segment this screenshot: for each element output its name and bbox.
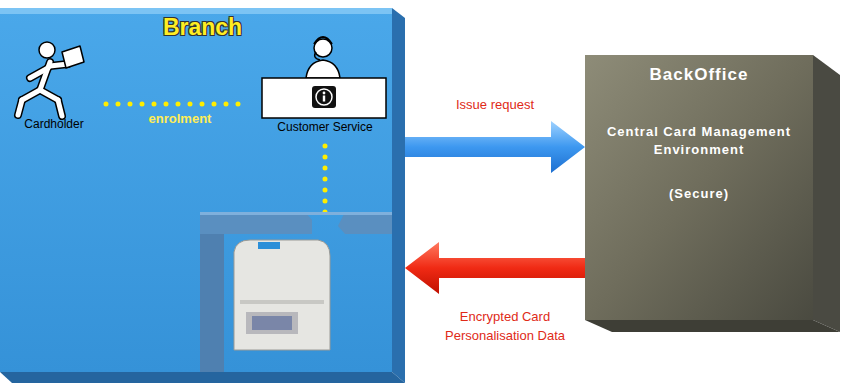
branch-top-edge — [0, 8, 392, 14]
backoffice-title: BackOffice — [585, 65, 813, 85]
dotted-link — [323, 146, 328, 214]
personalisation-data-arrow — [405, 242, 585, 294]
cardholder-figure — [18, 42, 84, 116]
edge-label: Issue request — [430, 96, 560, 115]
customer-service-desk — [262, 37, 386, 118]
backoffice-bottom — [585, 320, 840, 332]
cardholder-node: Cardholder — [8, 36, 100, 136]
edge-label: enrolment — [120, 110, 240, 129]
card-printer — [234, 240, 330, 350]
backoffice-side — [813, 55, 840, 332]
enrolment-link — [106, 102, 249, 107]
issue-request-arrow — [405, 121, 585, 173]
branch-box: BranchCardholder Customer Service — [0, 0, 405, 383]
branch-title: Branch — [0, 14, 405, 40]
customer-service-label: Customer Service — [255, 121, 395, 135]
printer-alcove — [200, 212, 392, 372]
backoffice-body: Central Card Management Environment — [599, 123, 799, 159]
backoffice-note: (Secure) — [585, 187, 813, 202]
info-icon — [312, 86, 336, 108]
backoffice-box: BackOfficeCentral Card Management Enviro… — [585, 55, 813, 320]
backoffice-face — [585, 55, 813, 320]
edge-label: Encrypted Card Personalisation Data — [420, 308, 590, 346]
branch-side — [392, 8, 405, 383]
branch-bottom — [0, 372, 405, 383]
cardholder-label: Cardholder — [8, 118, 100, 132]
branch-face — [0, 8, 392, 372]
customer-service-node: Customer Service — [255, 78, 395, 140]
